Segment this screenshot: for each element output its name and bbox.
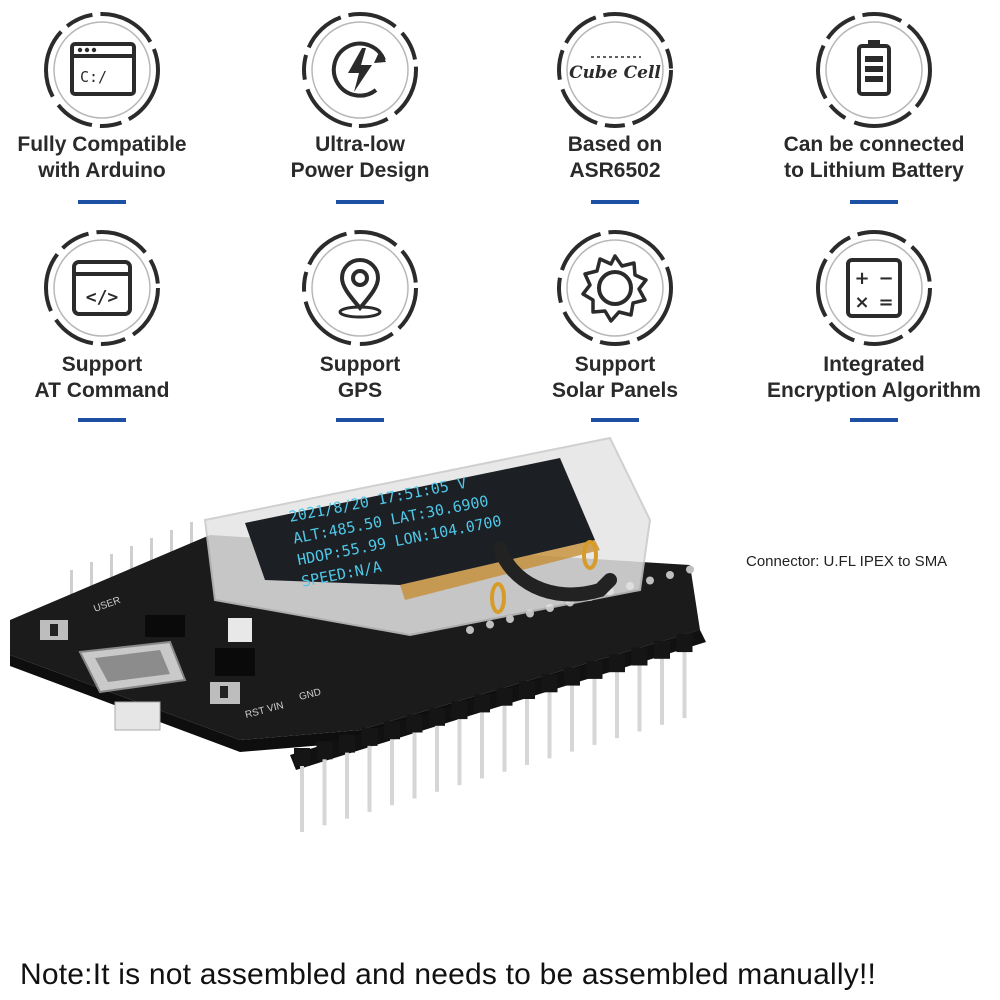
terminal-window-icon: C:/ — [44, 12, 160, 128]
header-pin — [570, 681, 574, 752]
header-pin — [130, 546, 133, 576]
location-pin-icon — [302, 230, 418, 346]
header-block — [361, 727, 378, 746]
top-header-pins — [70, 522, 193, 600]
feature-underline — [336, 200, 384, 204]
feature-underline — [78, 418, 126, 422]
terminal-text: C:/ — [80, 68, 107, 86]
feature-underline — [591, 200, 639, 204]
silk-label-vin: VIN — [266, 700, 285, 715]
header-pin — [457, 715, 462, 786]
feature-underline — [336, 418, 384, 422]
header-block — [474, 694, 490, 713]
header-pin — [150, 538, 153, 568]
header-pin — [435, 721, 439, 792]
feature-underline — [591, 418, 639, 422]
silk-label-gnd: GND — [298, 687, 322, 703]
cubecell-logo-text: Cube Cell — [569, 63, 661, 83]
header-block — [451, 701, 468, 720]
cubecell-logo-icon: Cube Cell — [557, 12, 673, 128]
header-block — [316, 741, 333, 760]
header-pin — [682, 648, 687, 719]
header-pin — [70, 570, 73, 600]
header-block — [294, 748, 310, 766]
pad — [646, 576, 654, 585]
header-pin — [660, 654, 664, 725]
feature-underline — [78, 200, 126, 204]
header-pin — [390, 735, 394, 806]
assembly-note: Note:It is not assembled and needs to be… — [20, 958, 877, 991]
rgb-led — [228, 618, 252, 642]
header-block — [496, 687, 513, 706]
connector-label: Connector: U.FL IPEX to SMA — [746, 553, 948, 570]
pad — [486, 620, 494, 629]
svg-text:=: = — [878, 292, 893, 313]
battery-icon — [816, 12, 932, 128]
header-pin — [547, 688, 552, 759]
pad — [666, 571, 674, 579]
header-block — [586, 660, 603, 679]
header-pin — [322, 755, 327, 826]
pad — [466, 626, 474, 634]
header-block — [519, 681, 535, 699]
header-block — [564, 667, 580, 686]
header-block — [631, 647, 648, 666]
header-pin — [525, 695, 529, 765]
header-pin — [615, 668, 619, 739]
feature-underline — [850, 200, 898, 204]
chip — [215, 648, 255, 676]
header-pin — [480, 708, 484, 779]
header-pin — [300, 762, 304, 832]
chip — [145, 615, 185, 637]
header-pin — [170, 530, 173, 560]
header-pin — [412, 728, 417, 799]
header-pin — [110, 554, 113, 584]
header-pin — [502, 701, 507, 772]
code-text: </> — [86, 287, 119, 308]
header-block — [384, 721, 400, 740]
header-block — [541, 674, 558, 693]
silk-label-rst: RST — [244, 705, 266, 721]
header-block — [676, 634, 693, 653]
bottom-header-pins — [294, 634, 693, 832]
svg-text:×: × — [854, 292, 869, 313]
header-pin — [637, 661, 642, 732]
header-pin — [190, 522, 193, 552]
calculator-icon: + − × = — [816, 230, 932, 346]
header-block — [406, 714, 423, 733]
header-block — [429, 707, 445, 726]
header-block — [654, 640, 670, 659]
header-pin — [345, 748, 349, 819]
power-bolt-icon — [302, 12, 418, 128]
header-pin — [592, 674, 597, 745]
feature-underline — [850, 418, 898, 422]
sun-icon — [557, 230, 673, 346]
header-pin — [90, 562, 93, 592]
svg-text:+: + — [854, 268, 869, 289]
header-block — [339, 734, 355, 753]
header-pin — [367, 741, 372, 812]
pad — [506, 615, 514, 623]
svg-text:−: − — [878, 268, 893, 289]
code-brackets-icon: </> — [44, 230, 160, 346]
pad — [686, 565, 694, 574]
header-block — [609, 654, 625, 673]
antenna-cable — [493, 541, 617, 602]
cubecell-board-image: USER RST VIN GND 2021/8/20 17:51:05 V AL… — [10, 436, 706, 832]
battery-connector — [114, 701, 161, 731]
